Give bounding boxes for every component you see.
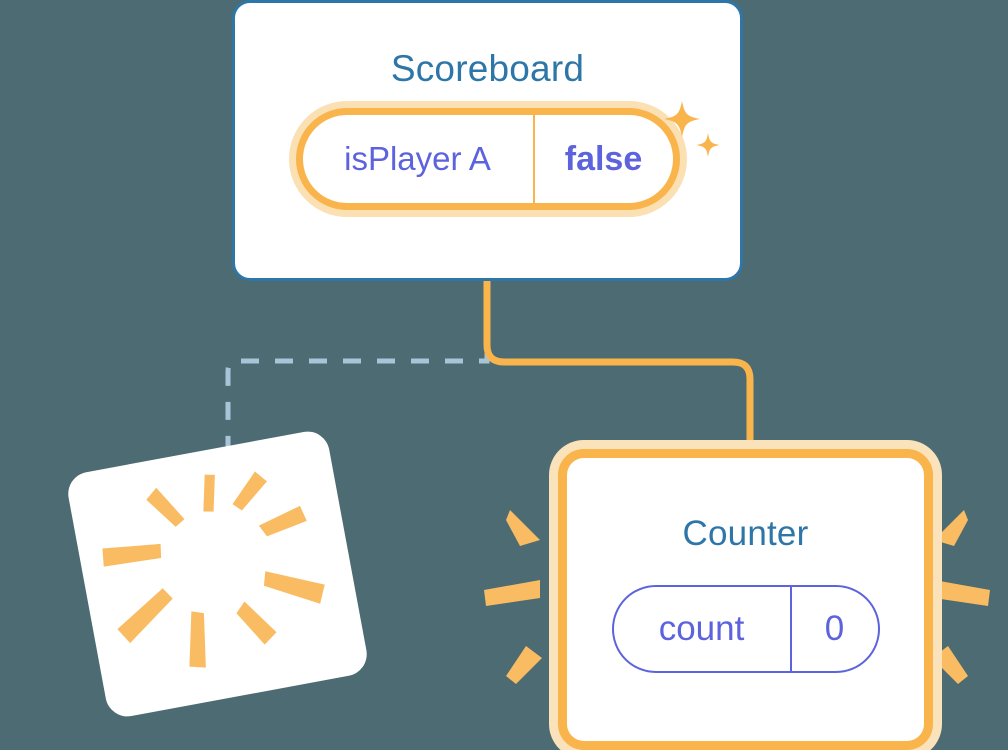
state-key-scoreboard: isPlayer A: [344, 140, 491, 177]
state-pill-wrap-counter: count 0: [567, 551, 924, 673]
page-title-counter: Counter: [682, 514, 809, 553]
node-card-scoreboard[interactable]: Scoreboard isPlayer A false: [232, 0, 743, 281]
state-value-counter: 0: [789, 587, 878, 671]
state-key-counter: count: [658, 609, 745, 648]
ghost-card[interactable]: [64, 427, 371, 721]
state-pill-scoreboard[interactable]: isPlayer A false: [295, 108, 680, 210]
state-value-scoreboard: false: [532, 115, 673, 203]
page-title-scoreboard: Scoreboard: [390, 48, 585, 89]
node-card-counter[interactable]: Counter count 0: [558, 449, 933, 750]
state-pill-wrap-scoreboard: isPlayer A false: [235, 87, 740, 210]
state-pill-counter[interactable]: count 0: [611, 585, 880, 673]
connector-scoreboard-to-counter: [483, 281, 754, 455]
burst-rays-radial-icon: [102, 471, 325, 668]
